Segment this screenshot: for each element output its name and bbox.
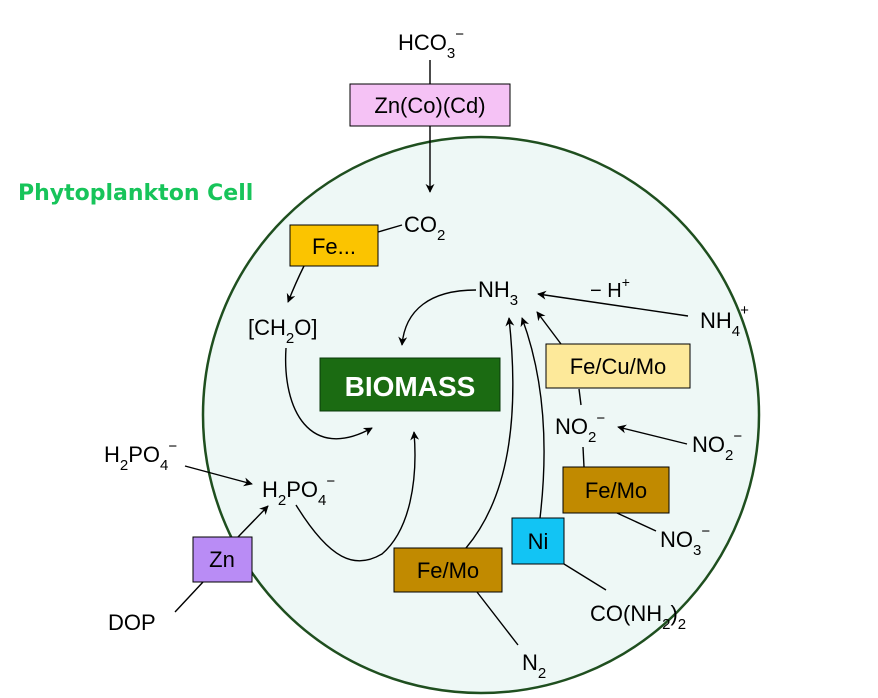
proton-loss-label: − H+ — [590, 274, 630, 302]
zn-co-cd-box — [349, 83, 511, 127]
pathway-arrows — [174, 60, 689, 646]
phosphate-external-label: H2PO4− — [104, 438, 177, 474]
bicarbonate-label: HCO3− — [398, 26, 464, 62]
fe-mo-nitrate-label: Fe/Mo — [585, 478, 647, 503]
zn-box — [192, 536, 253, 583]
dinitrogen-label: N2 — [522, 650, 546, 682]
phosphate-to-biomass-arrow — [295, 431, 420, 562]
urea-to-ni-line — [563, 563, 607, 591]
external-phosphate-arrow — [184, 465, 253, 487]
ammonium-label: NH4+ — [700, 302, 749, 340]
cell-membrane — [201, 135, 761, 695]
nh3-to-biomass-arrow — [398, 289, 477, 346]
nitrite-external-label: NO2− — [692, 428, 742, 464]
phosphate-internal-label: H2PO4− — [262, 473, 335, 509]
zn-label: Zn — [209, 547, 235, 572]
zn-co-cd-label: Zn(Co)(Cd) — [374, 93, 485, 118]
enzyme-to-nh3-arrow — [536, 311, 562, 345]
ch2o-to-biomass-arrow — [284, 347, 373, 440]
ni-label: Ni — [528, 529, 549, 554]
cell-title: Phytoplankton Cell — [18, 181, 253, 206]
zn-to-phosphate-arrow — [237, 505, 269, 538]
n2-fixation-arrow — [465, 317, 515, 549]
biomass-label: BIOMASS — [345, 371, 476, 402]
co2-to-fe-line — [377, 224, 403, 233]
ammonium-to-nh3-arrow — [537, 290, 689, 317]
nitrite-to-femo-line — [582, 446, 585, 468]
fe-mo-n2-label: Fe/Mo — [417, 558, 479, 583]
fe-box — [289, 224, 379, 267]
fe-cu-mo-box — [545, 343, 691, 389]
nitrate-label: NO3− — [660, 523, 710, 559]
external-nitrite-arrow — [617, 424, 688, 445]
fe-mo-n2-box — [393, 547, 503, 593]
ni-box — [511, 517, 565, 565]
dop-label: DOP — [108, 610, 156, 635]
urea-uptake-arrow — [520, 317, 545, 519]
fe-mo-nitrate-box — [562, 466, 670, 514]
ammonia-label: NH3 — [478, 277, 518, 309]
nitrite-internal-label: NO2− — [555, 410, 605, 446]
dop-to-zn-line — [174, 581, 204, 613]
urea-label: CO(NH2)2 — [590, 601, 686, 633]
nitrite-to-enzyme-line — [578, 388, 582, 406]
carbohydrate-label: [CH2O] — [248, 315, 317, 347]
nitrate-to-femo-line — [616, 512, 657, 532]
fe-cu-mo-label: Fe/Cu/Mo — [570, 354, 667, 379]
biomass-box — [319, 357, 501, 412]
fe-to-ch2o-arrow — [286, 265, 305, 303]
co2-label: CO2 — [404, 212, 445, 244]
n2-to-femo-line — [476, 591, 519, 646]
fe-label: Fe... — [312, 234, 356, 259]
